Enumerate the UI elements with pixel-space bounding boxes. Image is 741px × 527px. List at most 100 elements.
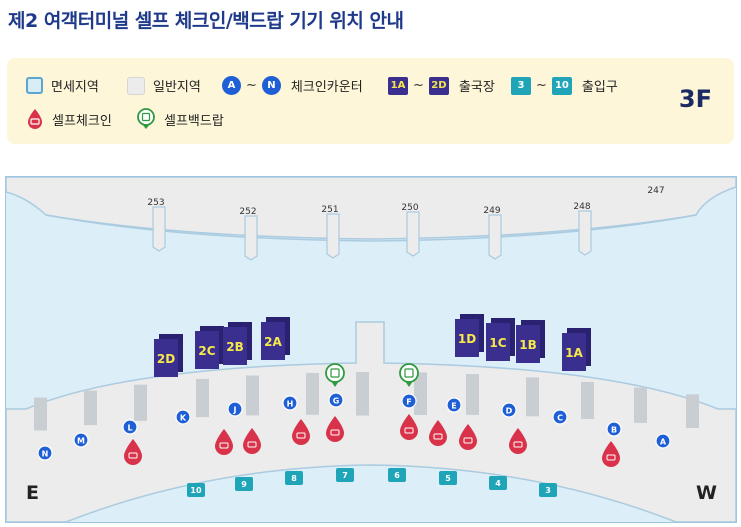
self-checkin-pin-icon[interactable] <box>292 419 310 445</box>
exit-marker[interactable] <box>388 468 406 482</box>
self-checkin-pin-icon[interactable] <box>215 429 233 455</box>
checkin-island <box>526 377 539 417</box>
gate-number: 248 <box>573 202 590 212</box>
legend-self-bagdrop: 셀프백드랍 <box>136 108 224 130</box>
self-bagdrop-pin-icon[interactable] <box>325 363 345 383</box>
departure-gate-label: 1D <box>458 332 476 346</box>
checkin-island <box>356 372 369 416</box>
legend-checkin: A ~ N 체크인카운터 <box>222 76 363 95</box>
self-checkin-pin-icon[interactable] <box>326 416 344 442</box>
exit-marker[interactable] <box>439 471 457 485</box>
legend-general: 일반지역 <box>127 76 201 95</box>
self-checkin-kiosk-glyph <box>463 437 473 444</box>
checkin-counter-marker[interactable] <box>282 395 298 411</box>
departure-gate[interactable] <box>562 333 586 371</box>
boarding-bridge <box>488 214 502 260</box>
self-bagdrop-pin-tail <box>405 381 413 387</box>
departure-gate[interactable] <box>486 323 510 361</box>
self-checkin-kiosk-glyph <box>606 454 616 461</box>
gate-number: 249 <box>483 206 500 216</box>
legend-duty-free: 면세지역 <box>26 76 99 95</box>
checkin-counter-marker[interactable] <box>175 409 191 425</box>
exit-label: 7 <box>342 471 348 480</box>
self-checkin-kiosk-glyph <box>513 441 523 448</box>
self-bagdrop-pin-icon[interactable] <box>399 363 419 383</box>
gate-number: 247 <box>647 186 664 196</box>
checkin-counter-marker[interactable] <box>655 433 671 449</box>
legend-exit: 3 ~ 10 출입구 <box>511 76 618 95</box>
departure-gate-label: 2B <box>226 340 244 354</box>
self-checkin-pin-icon[interactable] <box>602 441 620 467</box>
exit-to-icon: 10 <box>551 76 572 95</box>
self-bagdrop-glyph <box>330 368 340 378</box>
departure-gate[interactable] <box>455 319 479 357</box>
departure-gate[interactable] <box>516 325 540 363</box>
checkin-to-icon: N <box>261 76 281 95</box>
page-title: 제2 여객터미널 셀프 체크인/백드랍 기기 위치 안내 <box>8 10 404 32</box>
checkin-counter-marker[interactable] <box>401 393 417 409</box>
checkin-counter-label: C <box>557 414 563 423</box>
exit-label: 4 <box>495 479 501 488</box>
tilde: ~ <box>246 78 257 93</box>
exit-marker[interactable] <box>187 483 205 497</box>
gate-number: 250 <box>401 203 418 213</box>
boarding-bridge <box>578 210 592 256</box>
departure-gate-label: 2A <box>264 335 282 349</box>
self-checkin-kiosk-glyph <box>404 427 414 434</box>
exit-marker[interactable] <box>235 477 253 491</box>
self-checkin-pin-icon[interactable] <box>429 420 447 446</box>
boarding-bridge <box>244 215 258 261</box>
checkin-counter-label: H <box>287 400 294 409</box>
tilde: ~ <box>536 78 547 93</box>
checkin-counter-label: B <box>611 426 617 435</box>
exit-marker[interactable] <box>489 476 507 490</box>
self-checkin-pin-icon[interactable] <box>509 428 527 454</box>
departure-gate[interactable] <box>261 322 285 360</box>
west-label: W <box>696 482 717 504</box>
checkin-counter-marker[interactable] <box>122 419 138 435</box>
legend-general-label: 일반지역 <box>153 80 201 95</box>
self-checkin-kiosk-glyph <box>330 429 340 436</box>
boarding-bridge <box>152 206 166 252</box>
general-swatch <box>127 76 145 95</box>
checkin-island <box>306 372 319 415</box>
checkin-counter-marker[interactable] <box>446 397 462 413</box>
checkin-counter-label: M <box>77 437 85 446</box>
duty-free-swatch <box>26 77 43 94</box>
checkin-island <box>414 372 427 416</box>
checkin-island <box>84 390 97 426</box>
tilde: ~ <box>413 78 424 93</box>
checkin-counter-marker[interactable] <box>73 432 89 448</box>
legend-checkin-label: 체크인카운터 <box>290 80 363 95</box>
checkin-counter-label: L <box>127 424 132 433</box>
checkin-counter-marker[interactable] <box>328 392 344 408</box>
self-checkin-pin-icon[interactable] <box>459 424 477 450</box>
self-checkin-pin-icon[interactable] <box>400 414 418 440</box>
checkin-counter-marker[interactable] <box>606 421 622 437</box>
checkin-counter-label: G <box>333 397 340 406</box>
self-checkin-pin-icon[interactable] <box>124 439 142 465</box>
legend-duty-free-label: 면세지역 <box>51 80 99 95</box>
checkin-counter-label: J <box>233 406 237 415</box>
departure-gate[interactable] <box>195 331 219 369</box>
legend-self-checkin-label: 셀프체크인 <box>52 113 112 129</box>
boarding-bridge <box>406 211 420 257</box>
gate-number: 251 <box>321 205 338 215</box>
checkin-counter-marker[interactable] <box>501 402 517 418</box>
checkin-counter-marker[interactable] <box>552 409 568 425</box>
departure-gate[interactable] <box>223 327 247 365</box>
legend-panel: 면세지역 일반지역 A ~ N 체크인카운터 1A ~ 2D 출국장 3 ~ 1… <box>7 58 734 144</box>
checkin-counter-marker[interactable] <box>227 401 243 417</box>
self-bagdrop-pin-tail <box>331 381 339 387</box>
exit-marker[interactable] <box>285 471 303 485</box>
self-checkin-pin-icon[interactable] <box>243 428 261 454</box>
exit-marker[interactable] <box>336 468 354 482</box>
checkin-island <box>34 397 47 431</box>
exit-marker[interactable] <box>539 483 557 497</box>
checkin-counter-marker[interactable] <box>37 445 53 461</box>
exit-label: 9 <box>241 480 247 489</box>
checkin-island <box>246 375 259 416</box>
departure-gate[interactable] <box>154 339 178 377</box>
legend-departure: 1A ~ 2D 출국장 <box>388 76 495 95</box>
